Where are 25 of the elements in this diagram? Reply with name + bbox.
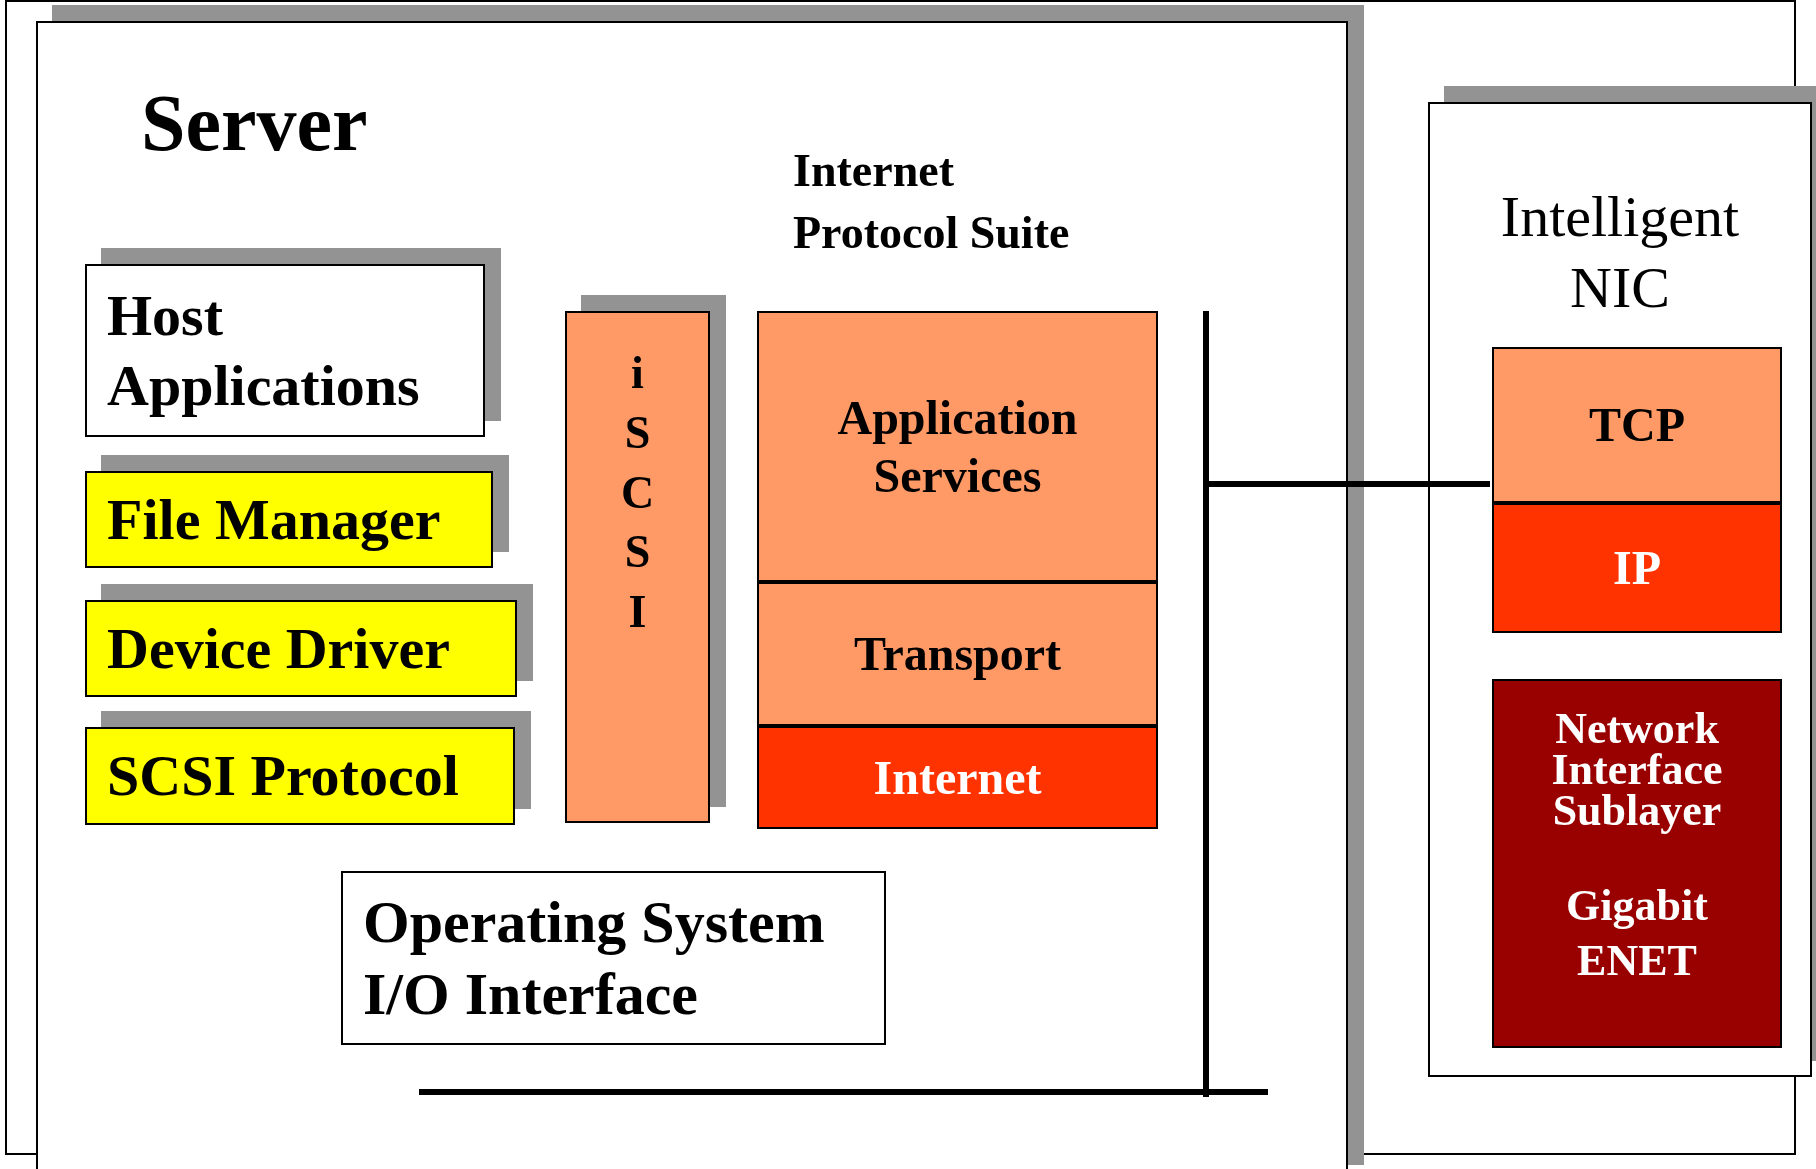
layer-label: Transport	[853, 626, 1062, 683]
layer-label: SCSI Protocol	[107, 742, 459, 811]
layer-label: TCP	[1589, 397, 1685, 454]
layer-label: File Manager	[107, 485, 441, 554]
layer-box	[1492, 347, 1782, 503]
layer-box	[757, 726, 1158, 829]
connector-line	[1207, 481, 1490, 487]
interface-box	[341, 871, 886, 1045]
layer-box	[1492, 679, 1782, 1048]
column-label: iSCSI	[620, 346, 655, 640]
layer-box	[757, 311, 1158, 582]
layer-label: Network Interface Sublayer	[1550, 709, 1724, 832]
layer-label: IP	[1613, 540, 1661, 597]
layer-label: Operating System I/O Interface	[363, 888, 826, 1029]
layer-label: Device Driver	[107, 614, 450, 683]
layer-label: Application Services	[836, 389, 1079, 504]
layer-box	[757, 582, 1158, 726]
stack-heading: Internet Protocol Suite	[793, 144, 1071, 261]
panel-title: Server	[141, 78, 368, 169]
layer-label: Gigabit ENET	[1565, 879, 1709, 987]
layer-box	[1492, 503, 1782, 633]
panel-title: Intelligent NIC	[1499, 183, 1741, 322]
layer-label: Host Applications	[107, 281, 421, 420]
protocol-stack	[757, 152, 1158, 829]
layer-label: Internet	[873, 749, 1042, 806]
